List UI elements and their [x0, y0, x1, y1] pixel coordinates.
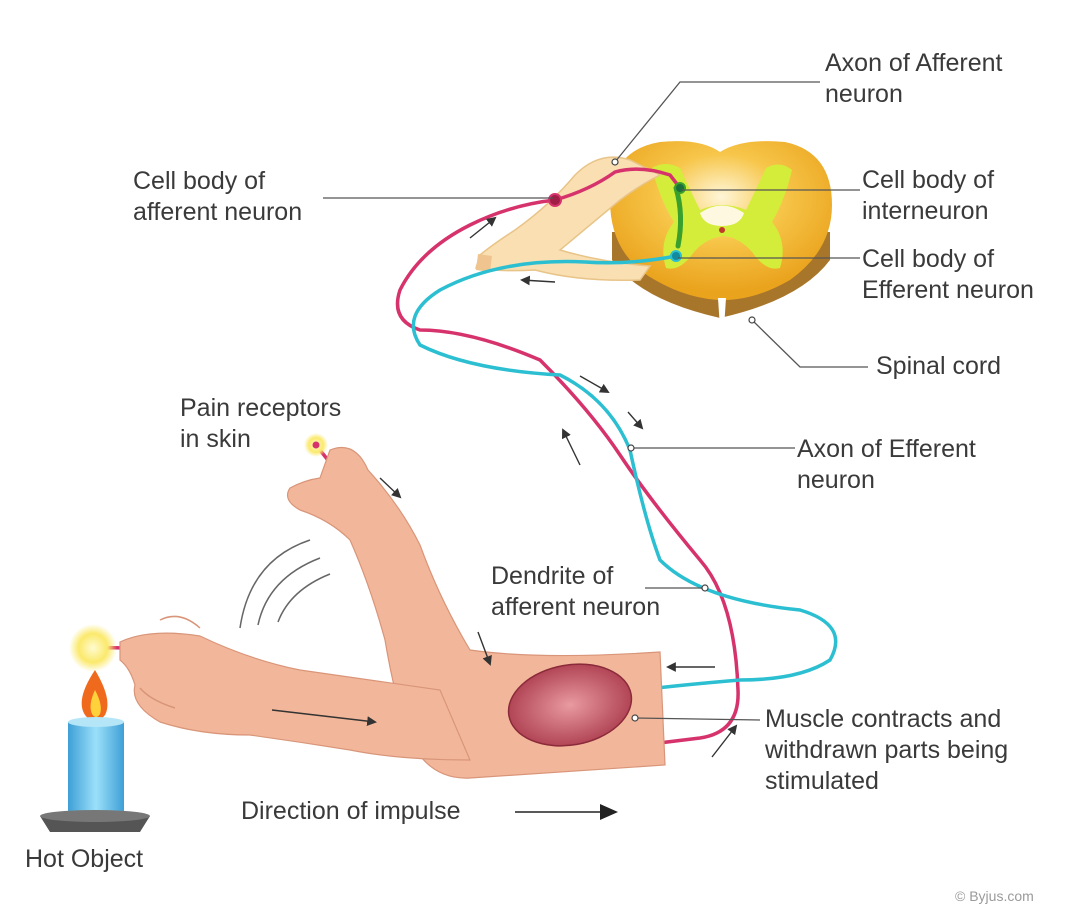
muscle: [507, 663, 633, 747]
efferent-cell-body: [670, 250, 682, 262]
impulse-arrows: [271, 216, 738, 758]
label-spinal-cord: Spinal cord: [876, 352, 1002, 380]
label-hot-object: Hot Object: [25, 845, 144, 873]
credit-watermark: © Byjus.com: [955, 888, 1034, 904]
leader-lines: [323, 81, 868, 721]
efferent-neuron-axon: [411, 254, 838, 720]
afferent-cell-body: [548, 193, 562, 207]
interneuron-cell-body: [674, 182, 686, 194]
label-direction-of-impulse: Direction of impulse: [241, 797, 461, 825]
arm-illustration: [119, 446, 666, 779]
hot-object: [40, 624, 150, 832]
motion-lines: [239, 539, 331, 629]
